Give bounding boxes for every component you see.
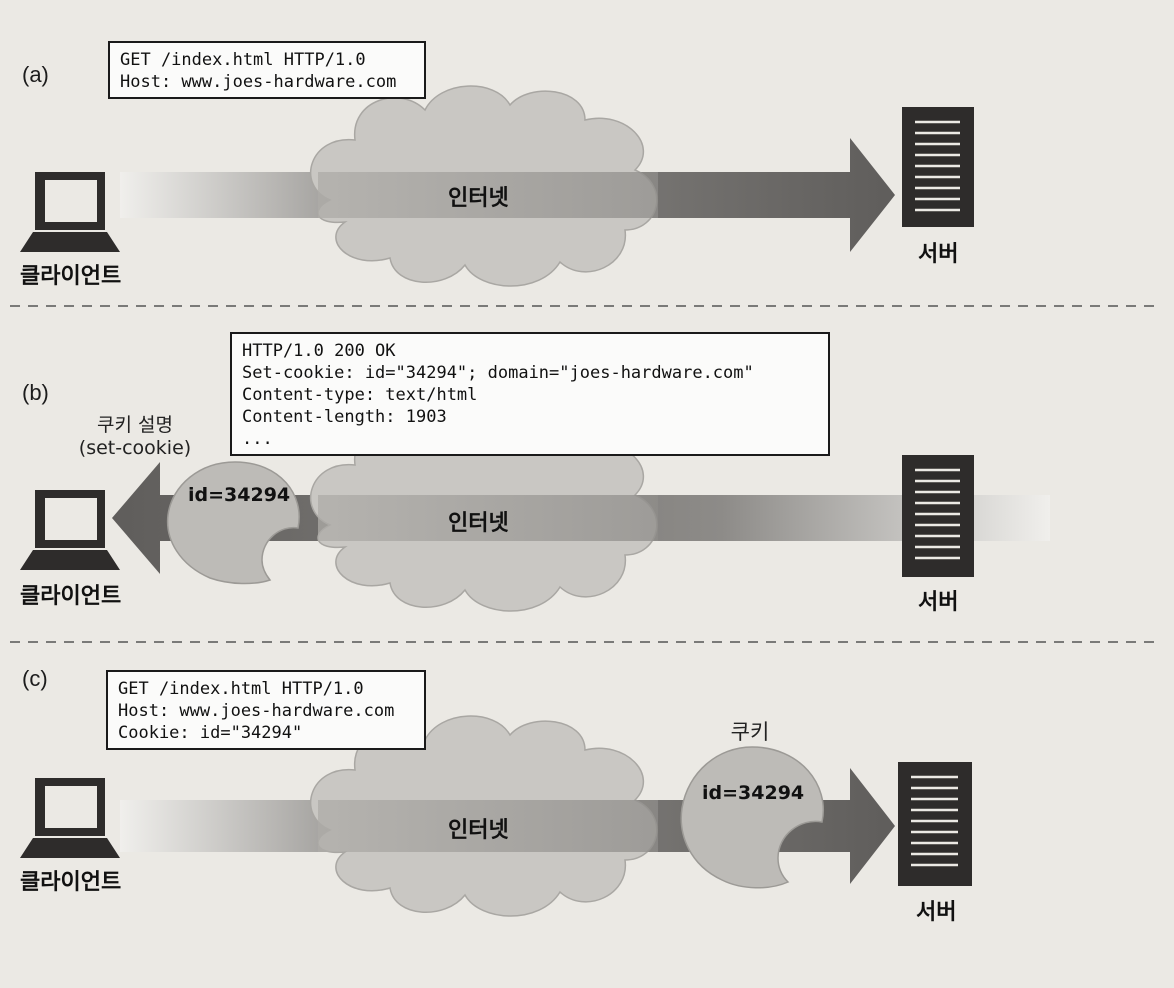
panel-label-c: (c) bbox=[22, 666, 48, 691]
response-message-box: HTTP/1.0 200 OK Set-cookie: id="34294"; … bbox=[230, 332, 830, 456]
cookie-caption-line: (set-cookie) bbox=[78, 437, 192, 459]
cookie-shape bbox=[680, 746, 824, 889]
client-computer-icon bbox=[20, 778, 120, 858]
internet-label: 인터넷 bbox=[448, 511, 509, 536]
cookie-id-label: id=34294 bbox=[702, 782, 805, 804]
server-icon bbox=[902, 107, 974, 227]
message-line: GET /index.html HTTP/1.0 bbox=[118, 679, 364, 699]
server-icon bbox=[902, 455, 974, 577]
request-message-box: GET /index.html HTTP/1.0 Host: www.joes-… bbox=[106, 670, 426, 750]
client-label: 클라이언트 bbox=[20, 870, 122, 895]
internet-label: 인터넷 bbox=[448, 818, 509, 843]
server-label: 서버 bbox=[918, 590, 959, 615]
request-message-box: GET /index.html HTTP/1.0 Host: www.joes-… bbox=[108, 41, 426, 99]
client-label: 클라이언트 bbox=[20, 264, 122, 289]
server-label: 서버 bbox=[918, 242, 959, 267]
server-label: 서버 bbox=[916, 900, 957, 925]
cookie-caption-line: 쿠키 설명 bbox=[97, 414, 173, 436]
cloud-band bbox=[318, 495, 658, 541]
message-line: Host: www.joes-hardware.com bbox=[120, 72, 397, 92]
cookie-caption: 쿠키 설명 (set-cookie) bbox=[70, 410, 200, 459]
client-computer-icon bbox=[20, 172, 120, 252]
internet-label: 인터넷 bbox=[448, 186, 509, 211]
message-line: GET /index.html HTTP/1.0 bbox=[120, 50, 366, 70]
cookie-caption: 쿠키 bbox=[730, 720, 770, 744]
message-line: Content-length: 1903 bbox=[242, 407, 447, 427]
message-line: Content-type: text/html bbox=[242, 385, 478, 405]
message-line: Set-cookie: id="34294"; domain="joes-har… bbox=[242, 363, 754, 383]
panel-label-a: (a) bbox=[22, 62, 49, 87]
cloud-band bbox=[318, 172, 658, 218]
client-computer-icon bbox=[20, 490, 120, 570]
cloud-band bbox=[318, 800, 658, 852]
client-label: 클라이언트 bbox=[20, 584, 122, 609]
cookie-shape bbox=[166, 461, 300, 585]
message-line: Cookie: id="34294" bbox=[118, 723, 303, 743]
server-icon bbox=[898, 762, 972, 886]
panel-label-b: (b) bbox=[22, 380, 49, 405]
message-line: Host: www.joes-hardware.com bbox=[118, 701, 395, 721]
message-line: HTTP/1.0 200 OK bbox=[242, 341, 396, 361]
message-line: ... bbox=[242, 429, 273, 449]
cookie-id-label: id=34294 bbox=[188, 484, 291, 506]
